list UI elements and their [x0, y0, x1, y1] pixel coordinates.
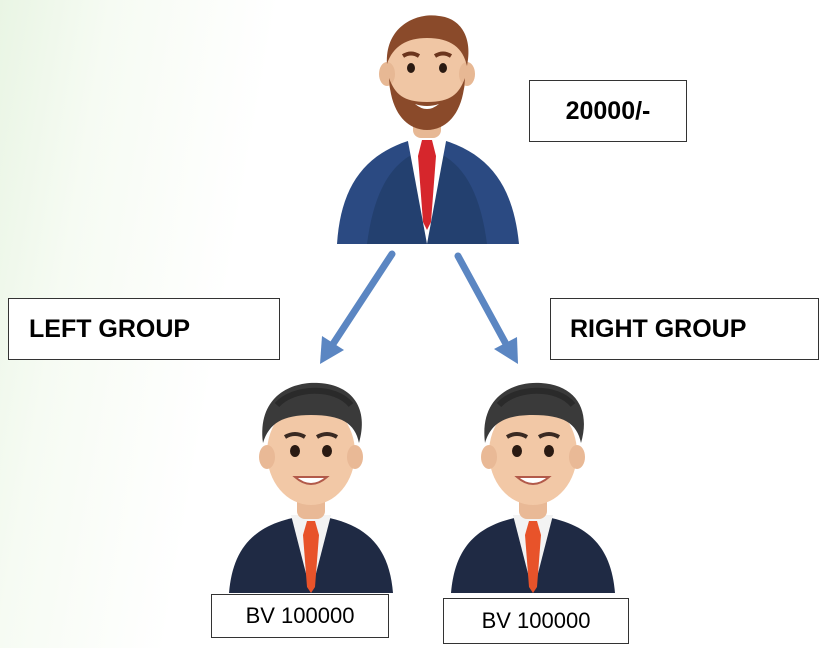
top-amount-box: 20000/- — [529, 80, 687, 142]
right-member-bv-label: BV 100000 — [481, 608, 591, 633]
right-arrow — [454, 252, 518, 364]
left-arrow — [320, 250, 396, 364]
top-amount-label: 20000/- — [565, 96, 651, 125]
left-member-bv-label: BV 100000 — [245, 603, 355, 628]
left-member-bv-box: BV 100000 — [211, 594, 389, 638]
left-group-label: LEFT GROUP — [29, 314, 191, 343]
right-member-bv-box: BV 100000 — [443, 598, 629, 644]
right-group-box: RIGHT GROUP — [550, 298, 819, 360]
member-avatar-icon — [451, 382, 615, 593]
left-group-box: LEFT GROUP — [8, 298, 280, 360]
right-group-label: RIGHT GROUP — [570, 314, 747, 343]
manager-avatar-icon — [337, 15, 519, 244]
member-avatar-icon — [229, 382, 393, 593]
